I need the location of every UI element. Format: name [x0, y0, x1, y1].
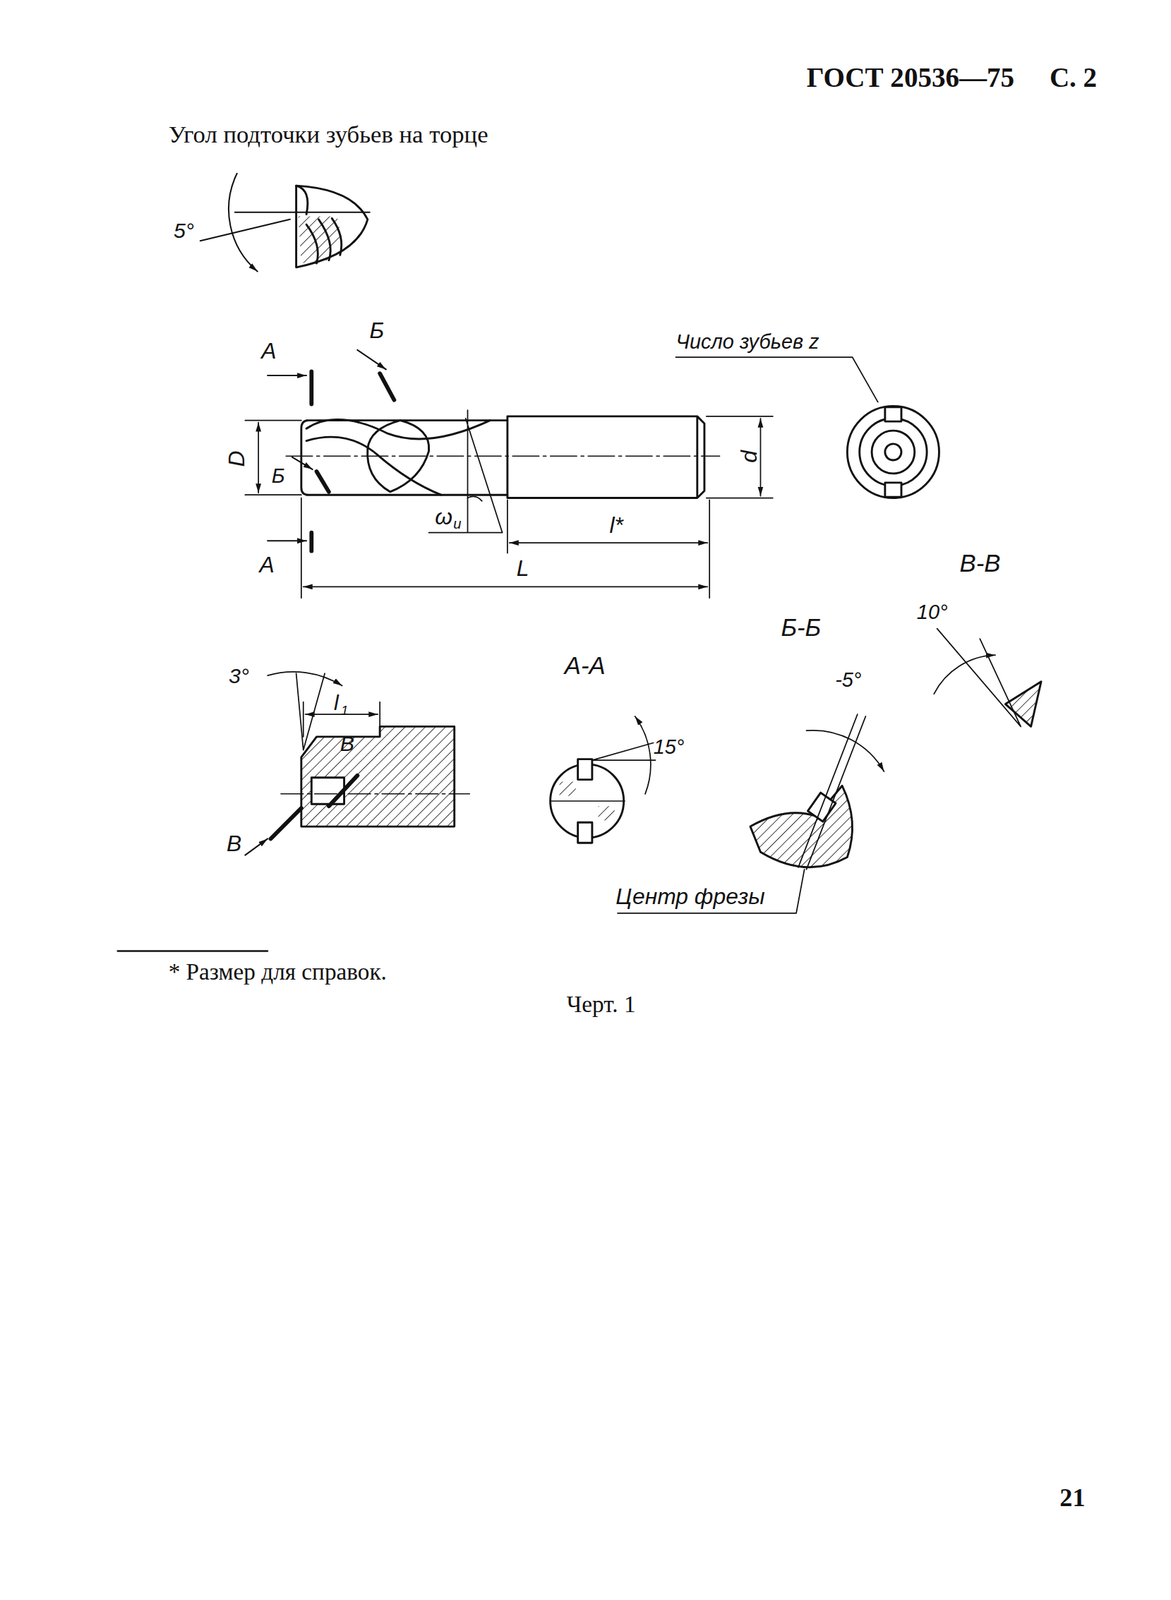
page-number: С. 2 — [1049, 63, 1097, 92]
document-number: ГОСТ 20536—75 — [806, 63, 1015, 92]
callout-text: Центр фрезы — [615, 885, 766, 909]
section-mark: А — [259, 554, 274, 577]
section-title: В-В — [959, 551, 1001, 576]
figure-caption: Черт. 1 — [566, 992, 636, 1016]
detail-heading: Угол подточки зубьев на торце — [168, 122, 489, 148]
dimension-label: L — [516, 557, 530, 581]
angle-dimension: -5° — [835, 669, 862, 691]
dimension-label: D — [225, 450, 249, 467]
angle-dimension: 15° — [653, 736, 685, 758]
angle-subscript: и — [453, 516, 461, 531]
section-mark: А — [261, 340, 276, 363]
section-mark: Б — [271, 465, 286, 487]
dimension-label: l — [333, 692, 339, 714]
angle-dimension: 5° — [173, 220, 195, 242]
page-number: 21 — [1059, 1485, 1085, 1511]
callout-text: Число зубьев z — [676, 331, 820, 353]
angle-dimension: 10° — [916, 602, 948, 623]
section-mark: Б — [369, 319, 385, 343]
section-mark: В — [226, 832, 242, 856]
section-mark: В — [340, 733, 355, 755]
dimension-label: l* — [609, 514, 623, 538]
dimension-subscript: 1 — [340, 704, 348, 718]
section-title: Б-Б — [780, 615, 821, 641]
angle-dimension: 3° — [228, 665, 250, 687]
footnote: * Размер для справок. — [168, 959, 387, 984]
dimension-label: d — [738, 450, 761, 464]
angle-symbol: ω — [434, 506, 453, 529]
section-title: А-А — [564, 653, 606, 679]
